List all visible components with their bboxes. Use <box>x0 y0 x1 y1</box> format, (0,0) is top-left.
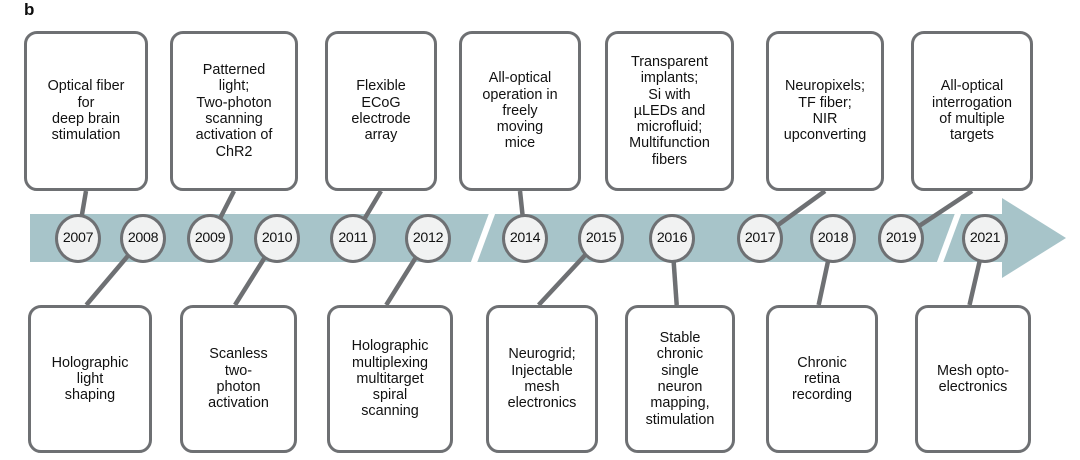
node-label: Flexible ECoG electrode array <box>351 78 411 144</box>
milestone-box-bottom-2008[interactable]: Holographic light shaping <box>28 305 152 453</box>
year-label: 2021 <box>969 229 1001 246</box>
year-marker-2019[interactable]: 2019 <box>878 213 924 263</box>
milestone-box-bottom-2016[interactable]: Stable chronic single neuron mapping, st… <box>625 305 735 453</box>
year-marker-2009[interactable]: 2009 <box>187 213 233 263</box>
year-marker-2012[interactable]: 2012 <box>405 213 451 263</box>
year-marker-2021[interactable]: 2021 <box>962 213 1008 263</box>
year-label: 2014 <box>509 229 541 246</box>
year-marker-2010[interactable]: 2010 <box>254 213 300 263</box>
axis-break-2 <box>936 209 962 267</box>
node-label: Mesh opto- electronics <box>937 362 1009 395</box>
node-label: All-optical interrogation of multiple ta… <box>932 78 1012 144</box>
node-label: Scanless two- photon activation <box>208 346 269 412</box>
node-label: Chronic retina recording <box>792 354 852 404</box>
year-marker-2011[interactable]: 2011 <box>330 213 376 263</box>
milestone-box-bottom-2021[interactable]: Mesh opto- electronics <box>915 305 1031 453</box>
year-label: 2010 <box>261 229 293 246</box>
node-label: Transparent implants; Si with µLEDs and … <box>629 54 710 168</box>
year-marker-2016[interactable]: 2016 <box>649 213 695 263</box>
milestone-box-top-2014[interactable]: All-optical operation in freely moving m… <box>459 31 581 191</box>
year-marker-2007[interactable]: 2007 <box>55 213 101 263</box>
milestone-box-bottom-2010[interactable]: Scanless two- photon activation <box>180 305 297 453</box>
year-label: 2019 <box>885 229 917 246</box>
year-marker-2015[interactable]: 2015 <box>578 213 624 263</box>
year-label: 2008 <box>127 229 159 246</box>
year-label: 2011 <box>338 229 368 246</box>
year-marker-2008[interactable]: 2008 <box>120 213 166 263</box>
node-label: Neuropixels; TF fiber; NIR upconverting <box>783 78 867 144</box>
year-marker-2017[interactable]: 2017 <box>737 213 783 263</box>
node-label: Patterned light; Two-photon scanning act… <box>195 62 273 160</box>
milestone-box-top-2009[interactable]: Patterned light; Two-photon scanning act… <box>170 31 298 191</box>
year-label: 2017 <box>744 229 776 246</box>
node-label: Holographic multiplexing multitarget spi… <box>351 338 429 420</box>
milestone-box-bottom-2015[interactable]: Neurogrid; Injectable mesh electronics <box>486 305 598 453</box>
milestone-box-top-2007[interactable]: Optical fiber for deep brain stimulation <box>24 31 148 191</box>
node-label: All-optical operation in freely moving m… <box>482 70 558 152</box>
node-label: Optical fiber for deep brain stimulation <box>47 78 125 144</box>
milestone-box-bottom-2012[interactable]: Holographic multiplexing multitarget spi… <box>327 305 453 453</box>
node-label: Stable chronic single neuron mapping, st… <box>645 330 715 428</box>
milestone-box-top-2015[interactable]: Transparent implants; Si with µLEDs and … <box>605 31 734 191</box>
milestone-box-top-2019[interactable]: All-optical interrogation of multiple ta… <box>911 31 1033 191</box>
node-label: Holographic light shaping <box>51 354 129 404</box>
panel-label: b <box>24 0 35 19</box>
milestone-box-top-2011[interactable]: Flexible ECoG electrode array <box>325 31 437 191</box>
year-marker-2014[interactable]: 2014 <box>502 213 548 263</box>
axis-break-1 <box>470 209 496 267</box>
node-label: Neurogrid; Injectable mesh electronics <box>507 346 577 412</box>
milestone-box-top-2017[interactable]: Neuropixels; TF fiber; NIR upconverting <box>766 31 884 191</box>
year-marker-2018[interactable]: 2018 <box>810 213 856 263</box>
milestone-box-bottom-2018[interactable]: Chronic retina recording <box>766 305 878 453</box>
year-label: 2015 <box>585 229 617 246</box>
year-label: 2018 <box>817 229 849 246</box>
year-label: 2009 <box>194 229 226 246</box>
year-label: 2007 <box>62 229 94 246</box>
year-label: 2016 <box>656 229 688 246</box>
year-label: 2012 <box>412 229 444 246</box>
